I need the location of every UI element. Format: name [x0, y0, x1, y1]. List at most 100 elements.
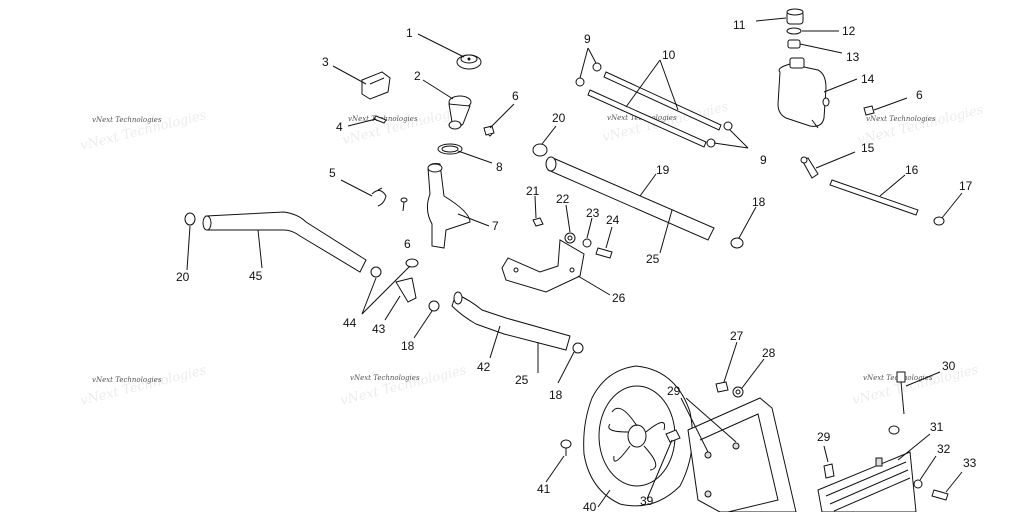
watermark: vNext Technologies — [92, 376, 162, 384]
callout-label: 14 — [861, 72, 875, 86]
fan-bolt-part — [715, 381, 729, 393]
hose-clamp-18-part — [428, 237, 744, 354]
callout-label: 31 — [930, 420, 944, 434]
callout-label: 33 — [963, 456, 977, 470]
leader-lines — [186, 17, 963, 508]
callout-label: 5 — [329, 166, 336, 180]
callout-label: 39 — [640, 494, 654, 508]
shroud-bolt-part — [665, 429, 681, 443]
callout-label: 13 — [846, 50, 860, 64]
callout-label: 7 — [492, 219, 499, 233]
small-screw-part — [400, 197, 408, 212]
watermark-layer: vNext Technologies vNext Technologies vN… — [79, 99, 985, 408]
callout-label: 10 — [662, 48, 676, 62]
hose-clamp-small-part — [575, 62, 733, 148]
bolt-part — [483, 125, 495, 137]
callout-label: 40 — [583, 500, 597, 512]
callout-label: 44 — [343, 316, 357, 330]
callout-label: 11 — [733, 18, 746, 32]
callout-label: 29 — [817, 430, 831, 444]
fan-mount-bolt-part — [560, 439, 572, 456]
callout-label: 23 — [586, 206, 600, 220]
watermark: vNext Technologies — [350, 374, 420, 382]
callout-label: 20 — [176, 270, 190, 284]
bracket-part — [361, 71, 391, 100]
lock-washer-part — [582, 238, 592, 248]
callout-label: 19 — [656, 163, 670, 177]
retainer-part — [823, 463, 835, 479]
callout-label: 18 — [401, 339, 415, 353]
callout-label: 16 — [905, 163, 919, 177]
clamp-part — [933, 216, 945, 226]
fan-washer-part — [732, 386, 744, 398]
callout-label: 30 — [942, 359, 956, 373]
seal-ring-part — [786, 27, 802, 35]
callout-label: 2 — [414, 69, 421, 83]
radiator-bolt-part — [931, 489, 949, 501]
callout-label: 17 — [959, 179, 973, 193]
svg-text:vNext Technologies: vNext Technologies — [339, 363, 468, 409]
clip-part — [371, 187, 387, 207]
svg-text:vNext Technologies: vNext Technologies — [851, 362, 980, 408]
fitting-part — [800, 156, 819, 179]
callout-label: 18 — [549, 388, 563, 402]
long-hose-part — [202, 211, 367, 273]
lower-hose-part — [451, 291, 571, 351]
watermark: vNext Technologies — [92, 116, 162, 124]
radiator-pin-part — [896, 371, 906, 415]
radiator-part — [817, 451, 917, 512]
callout-label: 25 — [515, 373, 529, 387]
callout-label: 43 — [372, 322, 386, 336]
hose-clamp-part — [437, 143, 463, 155]
bolt-right-part — [863, 105, 875, 116]
callout-label: 3 — [322, 55, 329, 69]
coolant-reservoir-part — [777, 57, 830, 129]
callout-label: 27 — [730, 329, 744, 343]
callout-label: 6 — [916, 88, 923, 102]
callout-label: 20 — [552, 111, 566, 125]
callout-label: 28 — [762, 346, 776, 360]
mount-bolt-part — [595, 247, 613, 259]
callout-label: 9 — [584, 32, 591, 46]
callout-label: 1 — [406, 26, 413, 40]
callout-label: 18 — [752, 195, 766, 209]
callout-label: 45 — [249, 269, 263, 283]
callout-label: 26 — [612, 291, 626, 305]
callout-label: 15 — [861, 141, 875, 155]
callout-label: 12 — [842, 24, 856, 38]
washer-part — [564, 232, 576, 244]
straight-hose-part — [545, 156, 715, 241]
neck-ring-part — [787, 39, 801, 49]
callout-label: 32 — [937, 442, 951, 456]
callout-label: 24 — [606, 213, 620, 227]
hose-fitting-part — [395, 277, 417, 303]
coolant-tube-part — [587, 71, 722, 148]
callout-label: 22 — [556, 192, 570, 206]
cooling-fan-part — [583, 365, 693, 507]
screw-part — [373, 115, 387, 124]
watermark: vNext Technologies — [866, 115, 936, 123]
callout-label: 42 — [477, 360, 491, 374]
callout-label: 4 — [336, 120, 343, 134]
hose-clamp-20-part — [184, 143, 548, 226]
svg-text:vNext Technologies: vNext Technologies — [79, 363, 208, 409]
fan-shroud-part — [687, 397, 797, 512]
callout-label: 29 — [667, 384, 681, 398]
grommet-part — [888, 425, 900, 435]
radiator-cap-part — [456, 54, 482, 70]
overflow-tube-part — [829, 179, 919, 216]
callout-label: 41 — [537, 482, 551, 496]
svg-text:vNext Technologies: vNext Technologies — [79, 108, 208, 154]
nut-part — [532, 217, 544, 227]
mounting-bracket-part — [501, 239, 585, 293]
callout-label: 25 — [646, 252, 660, 266]
radiator-washer-part — [913, 479, 923, 489]
reservoir-cap-part — [786, 8, 804, 25]
callout-label: 8 — [496, 160, 503, 174]
hose-clamp-44-part — [370, 258, 419, 278]
callout-layer: 1 2 3 4 5 6 6 6 7 8 9 9 10 11 12 13 14 1… — [176, 18, 977, 512]
callout-label: 9 — [760, 153, 767, 167]
parts-layer — [184, 8, 949, 512]
callout-label: 6 — [404, 237, 411, 251]
